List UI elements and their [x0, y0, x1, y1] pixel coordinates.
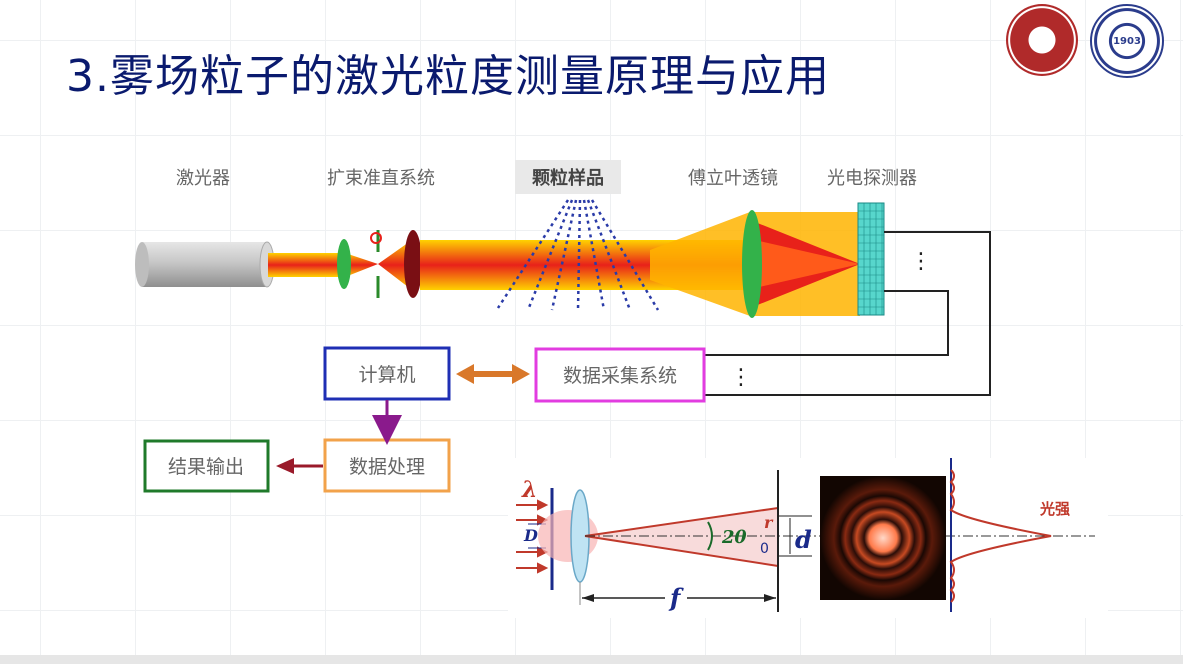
inset-intensity-label: 光强	[1039, 500, 1070, 518]
inset-cone	[585, 508, 778, 566]
inset-lambda: λ	[521, 477, 537, 503]
hebei-university-of-technology-logo: 1903	[1090, 4, 1164, 78]
wire-outer	[704, 231, 991, 396]
daq-ellipsis: ⋮	[730, 365, 752, 390]
expander-lens-dark	[404, 230, 422, 298]
laser-device	[135, 241, 275, 288]
beam-focus	[345, 253, 378, 277]
inset-two-theta: 2θ	[721, 527, 747, 548]
processing-box: 数据处理	[323, 438, 451, 493]
bottom-strip	[0, 655, 1183, 664]
pinhole-marker	[370, 232, 382, 244]
slide-title: 3.雾场粒子的激光粒度测量原理与应用	[66, 51, 830, 102]
daq-label: 数据采集系统	[563, 365, 677, 387]
label-laser: 激光器	[176, 168, 230, 189]
logo-right-year: 1903	[1113, 35, 1141, 47]
beam-converge-core	[755, 240, 860, 288]
label-fourier-lens: 傅立叶透镜	[688, 168, 778, 189]
computer-label: 计算机	[358, 364, 415, 386]
particle-scatter-lines	[496, 199, 660, 311]
arrow-processing-to-output	[276, 458, 323, 474]
inset-intensity-curve	[949, 469, 1052, 603]
bidirectional-arrow	[456, 364, 530, 384]
inset-D: D	[523, 526, 538, 545]
label-beam-expander: 扩束准直系统	[327, 168, 435, 189]
output-box: 结果输出	[143, 439, 270, 493]
expander-lens-green	[337, 239, 351, 289]
sample-label-bg	[515, 160, 621, 194]
tianjin-university-logo: 1895	[1006, 4, 1078, 76]
wire-inner	[704, 290, 949, 356]
computer-box: 计算机	[323, 346, 451, 401]
beam-diverge	[378, 240, 412, 290]
logo-left-year: 1895	[1028, 34, 1056, 46]
inset-zero: 0	[760, 541, 769, 557]
processing-label: 数据处理	[349, 456, 425, 478]
inset-r: r	[764, 513, 774, 532]
inset-f: f	[668, 583, 684, 612]
inset-d: d	[795, 525, 812, 554]
inset-diffraction-pattern	[820, 476, 946, 600]
diffraction-inset: λ D 2θ r 0 d f	[508, 458, 1108, 618]
laser-beam-narrow	[268, 253, 348, 277]
inset-angle-arc	[707, 521, 713, 551]
daq-box: 数据采集系统	[534, 347, 706, 403]
label-sample: 颗粒样品	[532, 167, 604, 189]
detector-array	[857, 202, 885, 316]
label-detector: 光电探测器	[827, 168, 917, 189]
fourier-lens	[742, 210, 762, 318]
output-label: 结果输出	[168, 456, 244, 478]
detector-ellipsis: ⋮	[910, 249, 932, 274]
